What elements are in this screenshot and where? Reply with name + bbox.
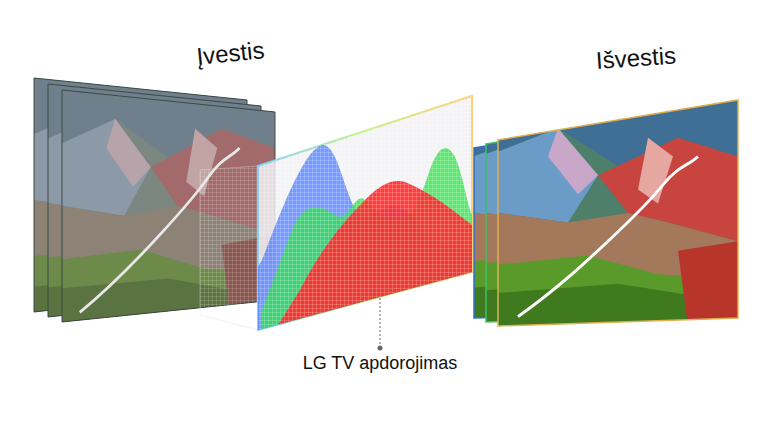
- output-frames: [474, 100, 738, 326]
- input-label: Įvestis: [195, 37, 265, 70]
- processing-label: LG TV apdorojimas: [303, 354, 458, 374]
- leader-line: [380, 298, 381, 346]
- output-label: Išvestis: [595, 42, 677, 74]
- leader-dot: [378, 346, 383, 351]
- histogram-panel: [200, 90, 480, 340]
